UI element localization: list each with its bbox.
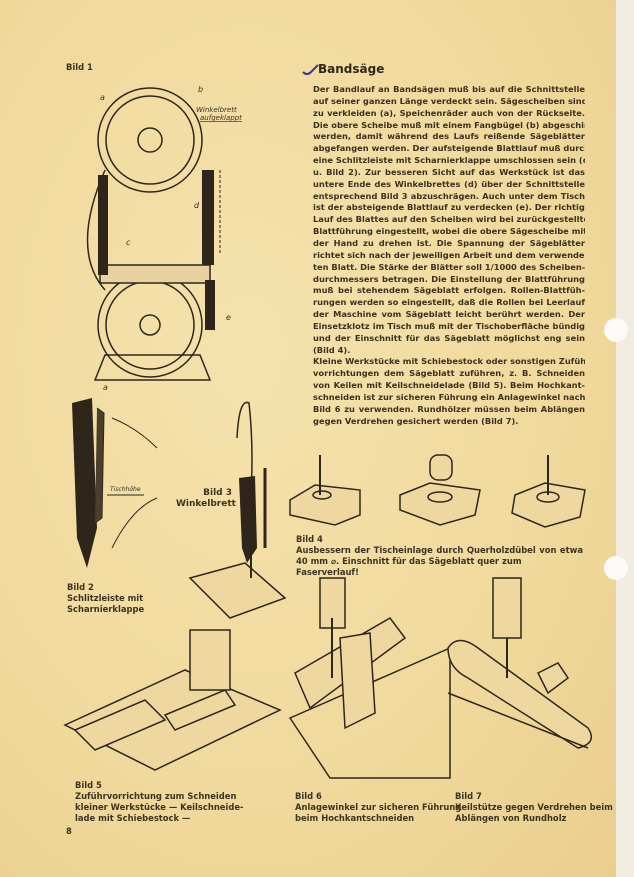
punch-hole — [604, 318, 628, 342]
page-number: 8 — [66, 826, 72, 836]
body-text-line: der Maschine vom Sägeblatt leicht berühr… — [313, 309, 585, 320]
figure-5-caption-line: Zuführvorrichtung zum Schneiden — [75, 791, 237, 801]
body-text-line: vorrichtungen dem Sägeblatt zuführen, z.… — [313, 368, 585, 379]
figure-6-caption: Bild 6 Anlagewinkel zur sicheren Führung… — [295, 791, 461, 824]
body-text-line: ist der absteigende Blattlauf zu verdeck… — [313, 202, 585, 213]
svg-text:Tischhöhe: Tischhöhe — [110, 486, 141, 493]
page-edge — [616, 0, 634, 877]
body-text-line: eine Schlitzleiste mit Scharnierklappe u… — [313, 155, 585, 166]
figure-6-guide-angle-illustration — [288, 577, 451, 779]
svg-text:Winkelbrett: Winkelbrett — [196, 106, 237, 114]
figure-7-caption-line: Keilstütze gegen Verdrehen beim — [455, 802, 613, 812]
body-text-line: Bild 6 zu verwenden. Rundhölzer müssen b… — [313, 403, 585, 414]
body-text-line: von Keilen mit Keilschneidelade (Bild 5)… — [313, 380, 585, 391]
figure-2-caption-line: Scharnierklappe — [67, 604, 145, 614]
body-text-line: untere Ende des Winkelbrettes (d) über d… — [313, 178, 585, 189]
figure-1-bandsaw-illustration: a b c d e a Winkelbrett aufgeklappt — [86, 85, 242, 392]
figure-3-label: Bild 3 — [203, 488, 232, 498]
figure-7-caption: Bild 7 Keilstütze gegen Verdrehen beim A… — [455, 791, 613, 824]
body-text-line: entsprechend Bild 3 abzuschrägen. Auch u… — [313, 190, 585, 201]
figure-4-table-insert-illustration — [289, 454, 586, 528]
body-text-line: Die obere Scheibe muß mit einem Fangbüge… — [313, 119, 585, 130]
svg-text:aufgeklappt: aufgeklappt — [200, 114, 242, 122]
svg-text:c: c — [126, 238, 131, 247]
figure-4-label: Bild 4 — [296, 534, 323, 544]
body-text-line: und der Einschnitt für das Sägeblatt mög… — [313, 332, 585, 343]
figure-7-caption-line: Ablängen von Rundholz — [455, 813, 567, 823]
figure-6-label: Bild 6 — [295, 791, 322, 801]
section-title: Bandsäge — [318, 62, 385, 76]
figure-7-wedge-support-illustration — [447, 577, 593, 749]
body-text-line: zu verkleiden (a), Speichenräder auch vo… — [313, 107, 585, 118]
body-text-line: richtet sich nach der jeweiligen Arbeit … — [313, 249, 585, 260]
body-text-line: Der Bandlauf an Bandsägen muß bis auf di… — [313, 84, 585, 94]
figure-5-label: Bild 5 — [75, 780, 102, 790]
figure-2-label: Bild 2 — [67, 582, 94, 592]
figure-1-label: Bild 1 — [66, 62, 93, 72]
figure-2-caption: Bild 2 Schlitzleiste mit Scharnierklappe — [67, 582, 144, 615]
svg-text:d: d — [194, 201, 200, 210]
figure-7-label: Bild 7 — [455, 791, 482, 801]
body-text-line: gegen Verdrehen gesichert werden (Bild 7… — [313, 415, 519, 426]
figure-2-caption-line: Schlitzleiste mit — [67, 593, 144, 603]
body-text-line: Einsetzklotz im Tisch muß mit der Tischo… — [313, 320, 585, 331]
punch-hole — [604, 556, 628, 580]
figure-5-caption: Bild 5 Zuführvorrichtung zum Schneiden k… — [75, 780, 243, 824]
body-text-line: rungen werden so eingestellt, daß die Ro… — [313, 297, 585, 308]
check-mark-icon — [302, 64, 319, 75]
figure-5-caption-line: lade mit Schiebestock — — [75, 813, 191, 823]
body-text-line: ten Blatt. Die Stärke der Blätter soll 1… — [313, 261, 585, 272]
svg-text:e: e — [226, 313, 231, 322]
figure-3-angle-board-illustration — [188, 401, 287, 619]
figure-3-caption: Bild 3 Winkelbrett — [176, 488, 236, 510]
body-text-line: (Bild 4). — [313, 344, 351, 355]
body-text-line: Lauf des Blattes auf den Scheiben wird b… — [313, 214, 585, 225]
figure-4-caption: Bild 4 Ausbessern der Tischeinlage durch… — [296, 534, 583, 578]
svg-text:b: b — [198, 85, 203, 94]
body-text-line: abgefangen werden. Der aufsteigende Blat… — [313, 143, 585, 154]
figure-4-caption-line: 40 mm ⌀. Einschnitt für das Sägeblatt qu… — [296, 556, 522, 577]
figure-6-caption-line: beim Hochkantschneiden — [295, 813, 415, 823]
body-text-line: Blattführung eingestellt, wobei die ober… — [313, 226, 585, 237]
body-text-line: durchmessers betragen. Die Einstellung d… — [313, 273, 585, 284]
body-text-line: werden, damit während des Laufs reißende… — [313, 131, 585, 142]
figure-5-feed-device-illustration — [63, 629, 282, 771]
figure-4-caption-line: Ausbessern der Tischeinlage durch Querho… — [296, 545, 583, 555]
body-text-line: auf seiner ganzen Länge verdeckt sein. S… — [313, 95, 585, 106]
body-text-line: Kleine Werkstücke mit Schiebestock oder … — [313, 356, 585, 367]
figure-2-slot-strip-illustration: Tischhöhe — [72, 398, 158, 568]
figure-3-caption-line: Winkelbrett — [176, 499, 236, 509]
figure-5-caption-line: kleiner Werkstücke — Keilschneide- — [75, 802, 244, 812]
svg-text:a: a — [100, 93, 105, 102]
figure-6-caption-line: Anlagewinkel zur sicheren Führung — [295, 802, 462, 812]
body-text: Der Bandlauf an Bandsägen muß bis auf di… — [313, 84, 585, 427]
body-text-line: schneiden ist zur sicheren Führung ein A… — [313, 391, 585, 402]
body-text-line: u. Bild 2). Zur besseren Sicht auf das W… — [313, 166, 585, 177]
body-text-line: muß bei stehendem Sägeblatt erfolgen. Ro… — [313, 285, 585, 296]
body-text-line: der Hand zu drehen ist. Die Spannung der… — [313, 237, 585, 248]
svg-text:a: a — [103, 383, 108, 392]
